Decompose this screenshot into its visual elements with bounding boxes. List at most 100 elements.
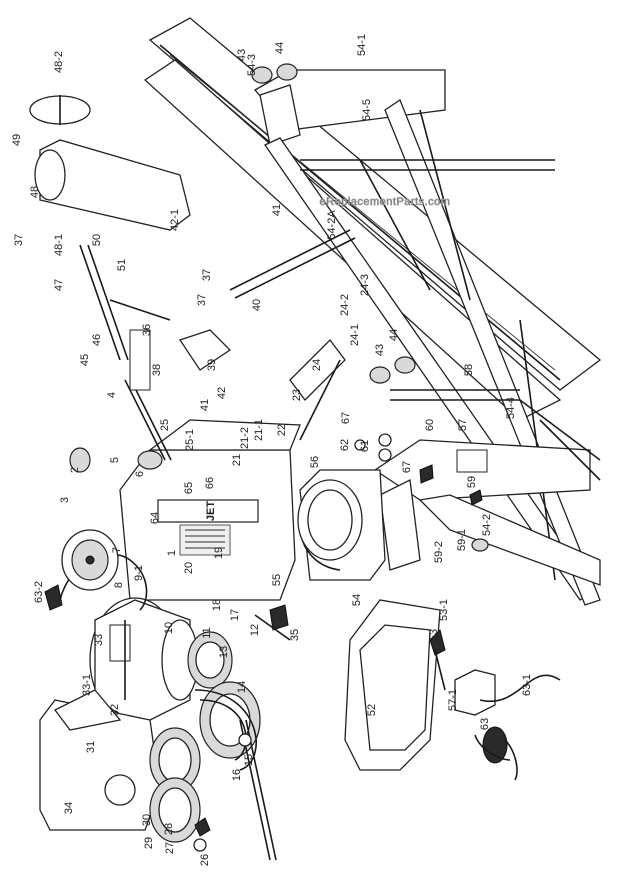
callout-label: 54-1 — [356, 34, 368, 56]
callout-label: 15 — [243, 754, 255, 766]
callout-label: 13 — [218, 646, 230, 658]
motor — [89, 597, 199, 726]
callout-label: 36 — [141, 324, 153, 336]
callout-label: 21-1 — [253, 419, 265, 441]
callout-label: 50 — [91, 234, 103, 246]
callout-label: 8 — [113, 582, 125, 588]
callout-label: 12 — [249, 624, 261, 636]
callout-label: 62 — [339, 439, 351, 451]
callout-label: 42 — [216, 387, 228, 399]
brand-label: JET — [205, 501, 217, 521]
callout-label: 33 — [93, 634, 105, 646]
callout-label: 54-4 — [505, 397, 517, 419]
callout-label: 34 — [63, 802, 75, 814]
callout-label: 41 — [271, 204, 283, 216]
callout-label: 54-2A — [326, 210, 338, 240]
callout-label: 53 — [428, 629, 440, 641]
callout-label: 53-1 — [438, 599, 450, 621]
extension-cord — [474, 726, 518, 781]
callout-label: 19 — [213, 547, 225, 559]
callout-label: 10 — [163, 622, 175, 634]
callout-label: 39 — [206, 359, 218, 371]
callout-label: 24-1 — [349, 324, 361, 346]
callout-label: 51 — [116, 259, 128, 271]
callout-label: 25-1 — [184, 429, 196, 451]
callout-label: 44 — [274, 42, 286, 54]
callout-label: 16 — [231, 769, 243, 781]
callout-label: 2 — [69, 467, 81, 473]
callout-label: 30 — [141, 814, 153, 826]
callout-label: 40 — [251, 299, 263, 311]
callout-label: 24-2 — [339, 294, 351, 316]
callout-label: 66 — [204, 477, 216, 489]
callout-label: 24 — [311, 359, 323, 371]
callout-label: 59-2 — [433, 541, 445, 563]
callout-label: 37 — [201, 269, 213, 281]
callout-label: 43 — [374, 344, 386, 356]
callout-label: 54-3 — [246, 54, 258, 76]
callout-label: 4 — [106, 392, 118, 398]
callout-label: 37 — [13, 234, 25, 246]
callout-label: 6 — [134, 471, 146, 477]
callout-label: 26 — [199, 854, 211, 866]
callout-label: 5 — [109, 457, 121, 463]
callout-label: 54-2 — [481, 514, 493, 536]
tool-rest-base — [297, 469, 386, 581]
callout-label: 32 — [109, 704, 121, 716]
headstock-housing: JET — [119, 419, 301, 601]
banjo-and-rest — [178, 63, 416, 441]
callout-label: 63-1 — [521, 674, 533, 696]
callout-label: 59-1 — [456, 529, 468, 551]
callout-label: 47 — [53, 279, 65, 291]
callout-label: 48-1 — [53, 234, 65, 256]
callout-label: 48-2 — [53, 51, 65, 73]
callout-label: 54-5 — [361, 99, 373, 121]
callout-label: 33-1 — [81, 674, 93, 696]
callout-label: 43 — [236, 49, 248, 61]
callout-label: 56 — [309, 456, 321, 468]
spindle-assembly — [29, 95, 191, 473]
callout-label: 1 — [166, 550, 178, 556]
callout-label: 61 — [359, 440, 371, 452]
callout-label: 14 — [236, 681, 248, 693]
callout-label: 37 — [196, 294, 208, 306]
callout-label: 57 — [457, 419, 469, 431]
callout-label: 17 — [229, 609, 241, 621]
callout-label: 42-1 — [169, 209, 181, 231]
plug-icon — [44, 584, 63, 611]
watermark: eReplacementParts.com — [320, 196, 451, 208]
callout-label: 3 — [59, 497, 71, 503]
callout-label: 35 — [289, 629, 301, 641]
callout-label: 64 — [149, 512, 161, 524]
callout-label: 22 — [276, 424, 288, 436]
callout-label: 18 — [211, 599, 223, 611]
callout-label: 46 — [91, 334, 103, 346]
pulley-cluster — [61, 529, 261, 843]
callout-label: 60 — [424, 419, 436, 431]
hardware-bits — [193, 433, 489, 852]
callout-label: 67 — [340, 412, 352, 424]
callout-label: 23 — [291, 389, 303, 401]
callout-label: 29 — [143, 837, 155, 849]
callout-label: 63 — [479, 718, 491, 730]
callout-label: 20 — [183, 562, 195, 574]
callout-label: 21-2 — [239, 427, 251, 449]
callout-label: 44 — [388, 329, 400, 341]
callout-label: 45 — [79, 354, 91, 366]
callout-label: 58 — [463, 364, 475, 376]
callout-label: 27 — [164, 842, 176, 854]
callout-label: 41 — [199, 399, 211, 411]
callout-label: 48 — [29, 186, 41, 198]
callout-label: 52 — [366, 704, 378, 716]
callout-label: 25 — [159, 419, 171, 431]
callout-label: 28 — [163, 823, 175, 835]
callout-label: 65 — [183, 482, 195, 494]
callout-label: 24-3 — [359, 274, 371, 296]
callout-label: 57-1 — [447, 689, 459, 711]
callout-label: 59 — [466, 476, 478, 488]
callout-label: 54 — [351, 594, 363, 606]
callout-label: 49 — [11, 134, 23, 146]
callout-label: 11 — [201, 627, 213, 638]
